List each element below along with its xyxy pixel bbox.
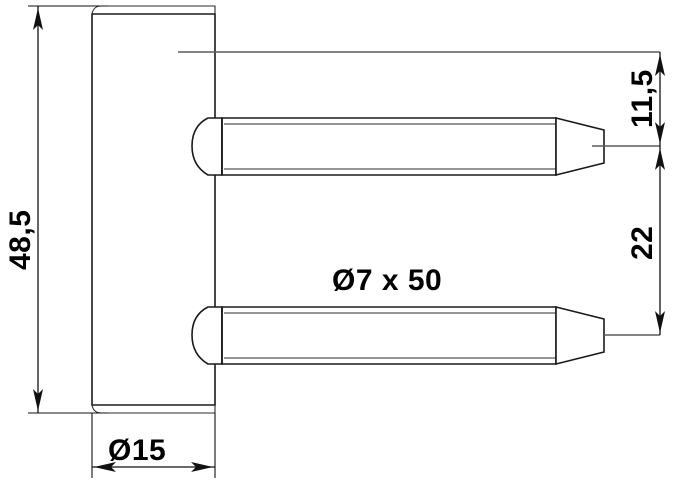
plate-top-edge	[91, 5, 216, 15]
offset-dimension-label: 11,5	[626, 69, 659, 128]
width-arrow-left	[94, 462, 116, 472]
upper-pin-shank	[221, 117, 557, 176]
right-dimension-group: 11,5 22	[626, 52, 665, 335]
offset-arrow-bottom	[655, 122, 665, 144]
pin-spec-group: Ø7 x 50	[332, 264, 442, 297]
spacing-arrow-bottom	[655, 311, 665, 333]
height-arrow-bottom	[33, 389, 43, 411]
width-arrow-right	[191, 462, 213, 472]
lower-pin-shank	[221, 306, 557, 365]
height-dimension-group: 48,5	[4, 5, 108, 414]
lower-pin	[191, 305, 660, 366]
width-dimension-label: Ø15	[108, 434, 166, 467]
plate-bottom-edge	[91, 404, 216, 414]
height-dimension-label: 48,5	[4, 210, 37, 270]
spacing-arrow-top	[655, 148, 665, 170]
height-arrow-top	[33, 8, 43, 30]
upper-pin-taper	[555, 116, 605, 177]
width-dimension-group: Ø15	[91, 413, 216, 478]
lower-pin-taper	[555, 305, 605, 366]
spacing-dimension-label: 22	[626, 226, 659, 260]
upper-pin	[191, 116, 660, 177]
lower-pin-dome	[191, 306, 223, 365]
upper-pin-dome	[191, 117, 223, 176]
offset-arrow-top	[655, 54, 665, 76]
pin-spec-label: Ø7 x 50	[332, 264, 442, 297]
